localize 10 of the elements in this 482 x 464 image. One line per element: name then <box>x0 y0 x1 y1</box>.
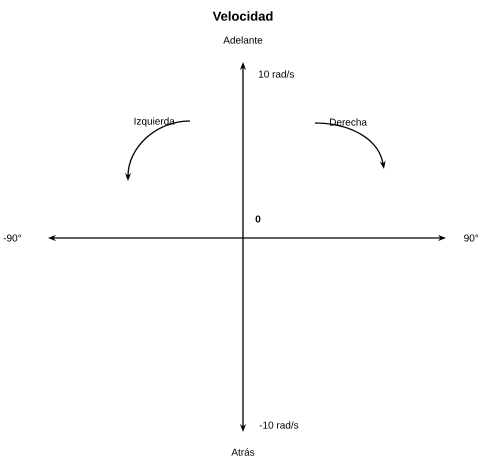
axis-label: -10 rad/s <box>260 421 298 429</box>
title: Velocidad <box>212 11 272 21</box>
direction-label: Izquierda <box>134 117 175 127</box>
axis-label: -90° <box>4 234 22 242</box>
direction-label: Derecha <box>330 118 367 126</box>
axis-label: Atrás <box>231 448 254 456</box>
axis-label: 90° <box>464 234 478 242</box>
axis-label: 10 rad/s <box>258 70 294 78</box>
origin-label: 0 <box>256 215 260 223</box>
axis-label: Adelante <box>223 36 262 44</box>
